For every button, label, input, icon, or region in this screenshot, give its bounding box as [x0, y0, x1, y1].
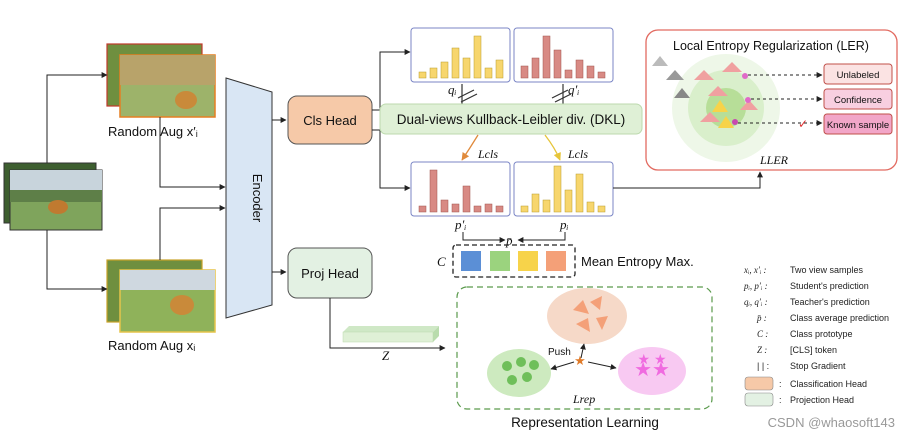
- random-aug-prime-label: Random Aug x′ᵢ: [108, 124, 198, 139]
- input-arrows: [46, 72, 226, 292]
- dkl-label: Dual-views Kullback-Leibler div. (DKL): [397, 112, 626, 127]
- proj-arrow: [329, 298, 446, 351]
- legend-symbol-0: xᵢ, x′ᵢ :: [743, 265, 767, 275]
- legend-symbol-1: pᵢ, p′ᵢ :: [743, 281, 768, 291]
- legend-text-6: Stop Gradient: [790, 361, 846, 371]
- legend-text-8: Projection Head: [790, 395, 854, 405]
- cls-head-label: Cls Head: [303, 113, 356, 128]
- aug-image-prime: [106, 43, 216, 118]
- p-i-prime-label: p′ᵢ: [454, 217, 466, 232]
- l-rep-label: Lrep: [572, 392, 595, 406]
- hist-q-prime: [513, 27, 614, 83]
- ler-box-confidence: Confidence: [834, 95, 882, 106]
- legend-symbol-2: qᵢ, q′ᵢ :: [744, 297, 768, 307]
- prototype-yellow: [518, 251, 538, 271]
- q-i-prime-label: q′ᵢ: [568, 82, 579, 97]
- aug-image: [106, 259, 216, 333]
- legend-text-2: Teacher's prediction: [790, 297, 870, 307]
- stop-gradient-marks: [457, 84, 572, 106]
- rep-title: Representation Learning: [511, 415, 659, 430]
- p-bar-bracket: [462, 232, 566, 243]
- svg-text:★ ★: ★ ★: [638, 351, 667, 367]
- c-label: C: [437, 254, 446, 269]
- legend-symbol-3: p̄ :: [756, 313, 767, 323]
- z-label: Z: [382, 348, 390, 363]
- prototype-blue: [461, 251, 481, 271]
- ler-box-known: Known sample: [827, 120, 889, 131]
- legend-text-3: Class average prediction: [790, 313, 889, 323]
- prototype-orange: [546, 251, 566, 271]
- legend-text-5: [CLS] token: [790, 345, 837, 355]
- prototype-box: [452, 244, 576, 278]
- star-cluster-icon: ★★: [634, 359, 670, 381]
- input-image-stack: [3, 162, 103, 231]
- z-token-top: [343, 326, 439, 332]
- legend-text-0: Two view samples: [790, 265, 864, 275]
- legend-text-7: Classification Head: [790, 379, 867, 389]
- legend-symbol-4: C :: [757, 329, 768, 339]
- p-i-label: pᵢ: [559, 217, 569, 232]
- rep-panel: ★★ ★ ★ ★ Push Lrep: [456, 286, 713, 410]
- ler-loss-label: LLER: [759, 153, 789, 167]
- l-cls-right: Lcls: [567, 147, 588, 161]
- random-aug-label: Random Aug xᵢ: [108, 338, 195, 353]
- ler-panel: Local Entropy Regularization (LER) ✓ Unl…: [645, 29, 898, 171]
- legend-symbol-5: Z :: [757, 345, 767, 355]
- watermark: CSDN @whaosoft143: [768, 415, 895, 430]
- hist-p-prime: [410, 161, 511, 217]
- ler-title: Local Entropy Regularization (LER): [673, 39, 869, 53]
- encoder-block: [225, 77, 273, 319]
- hist-q: [410, 27, 511, 83]
- proj-head-label: Proj Head: [301, 266, 359, 281]
- dkl-box: [379, 103, 643, 135]
- encoder-arrows: [272, 117, 287, 275]
- ler-arrow: [613, 171, 763, 189]
- cls-head-arrows: [372, 49, 411, 191]
- legend-symbol-7: :: [779, 379, 782, 389]
- p-bar-label: p̄: [505, 233, 513, 248]
- z-token: [342, 331, 434, 343]
- legend-symbol-6: | | :: [757, 361, 769, 371]
- legend-text-4: Class prototype: [790, 329, 853, 339]
- push-star-icon: ★: [574, 353, 586, 368]
- l-cls-left: Lcls: [477, 147, 498, 161]
- q-i-label: qᵢ: [448, 82, 457, 97]
- legend: xᵢ, x′ᵢ : Two view samples pᵢ, p′ᵢ : Stu…: [743, 265, 889, 407]
- mean-entropy-label: Mean Entropy Max.: [581, 254, 694, 269]
- ler-box-unlabeled: Unlabeled: [837, 70, 880, 81]
- cls-head-box: [287, 95, 373, 145]
- push-label: Push: [548, 347, 571, 358]
- legend-text-1: Student's prediction: [790, 281, 869, 291]
- hist-p: [513, 161, 614, 217]
- check-mark-icon: ✓: [798, 117, 808, 131]
- legend-symbol-8: :: [779, 395, 782, 405]
- prototype-green: [490, 251, 510, 271]
- encoder-label: Encoder: [250, 174, 265, 223]
